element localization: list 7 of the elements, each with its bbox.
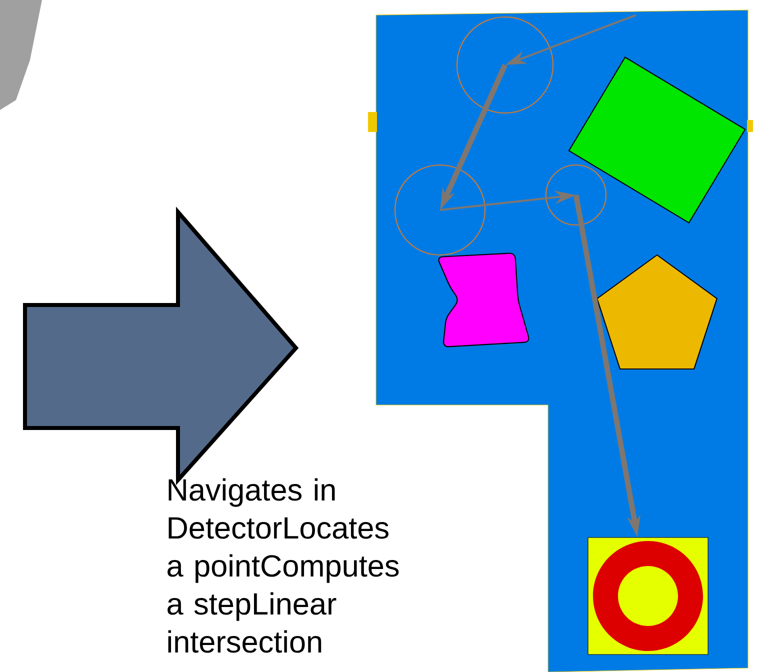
circle bbox=[545, 164, 607, 226]
circle bbox=[394, 164, 486, 256]
blob bbox=[438, 252, 530, 348]
description-text: Navigates in DetectorLocates a pointComputes a stepLinear intersection bbox=[168, 478, 399, 653]
ring-square bbox=[588, 537, 708, 655]
rectangle bbox=[568, 56, 746, 224]
circle bbox=[456, 16, 554, 114]
